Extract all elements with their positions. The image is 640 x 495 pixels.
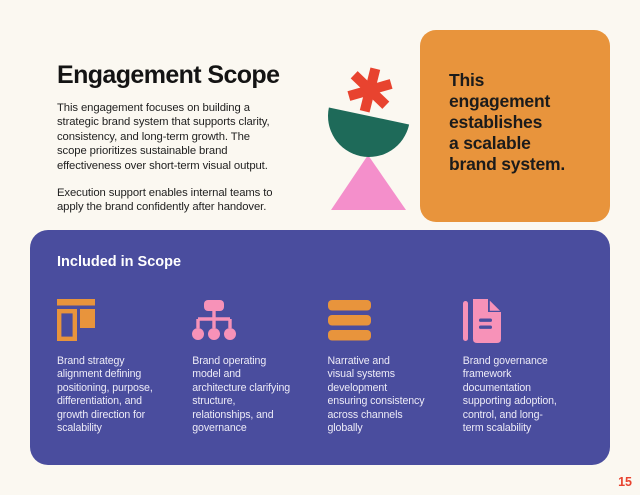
asterisk-shape — [347, 67, 393, 113]
scope-item-text: Brand governance framework documentation… — [462, 355, 557, 435]
document-icon — [462, 299, 585, 347]
intro-paragraph-1: This engagement focuses on building a st… — [57, 102, 270, 172]
panel-heading: Included in Scope — [57, 254, 182, 270]
scope-item: Brand strategy alignment defining positi… — [57, 299, 179, 435]
scope-item-text: Brand operating model and architecture c… — [192, 355, 291, 435]
triangle-shape — [331, 155, 406, 210]
scope-item-text: Brand strategy alignment defining positi… — [57, 355, 153, 435]
scope-item: Brand governance framework documentation… — [462, 299, 585, 435]
page-number: 15 — [618, 475, 632, 489]
callout-text: This engagement establishes a scalable b… — [449, 70, 566, 174]
scope-item-text: Narrative and visual systems development… — [327, 355, 425, 435]
intro-paragraph-2: Execution support enables internal teams… — [57, 187, 273, 214]
stacked-bars-icon — [327, 299, 450, 347]
org-chart-icon — [192, 299, 314, 347]
semicircle-shape — [328, 107, 410, 157]
scope-columns: Brand strategy alignment defining positi… — [57, 299, 585, 435]
scope-item: Narrative and visual systems development… — [327, 299, 450, 435]
intro-block: Engagement Scope This engagement focuses… — [57, 62, 313, 215]
callout-card: This engagement establishes a scalable b… — [420, 30, 610, 222]
scope-item: Brand operating model and architecture c… — [192, 299, 314, 435]
decorative-shapes — [322, 55, 422, 225]
scope-panel: Included in Scope Brand strategy alignme… — [30, 230, 610, 465]
page-title: Engagement Scope — [57, 61, 280, 89]
layout-blocks-icon — [57, 299, 179, 347]
